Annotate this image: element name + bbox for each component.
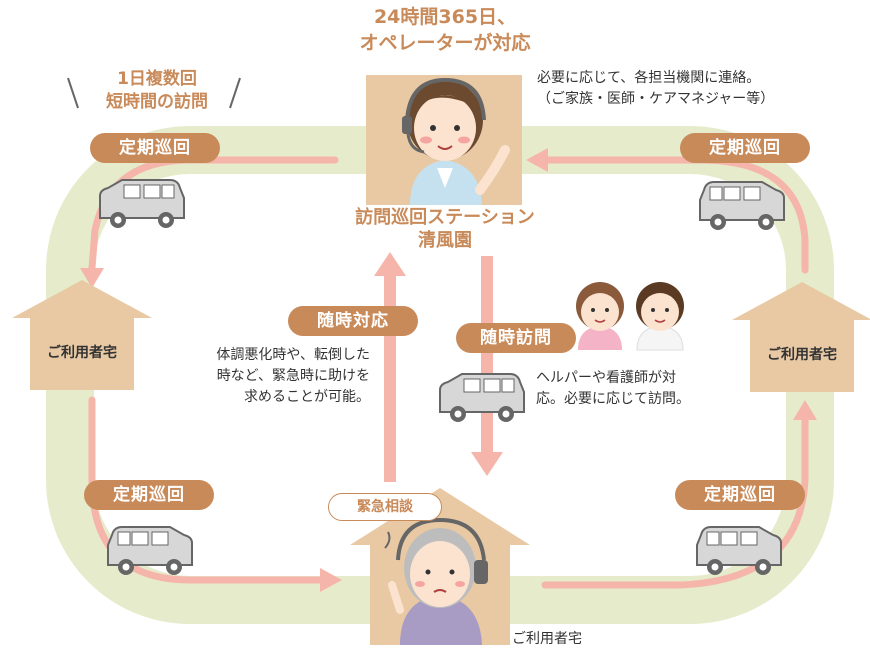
car-top-right bbox=[699, 181, 785, 230]
station-line1: 訪問巡回ステーション bbox=[355, 207, 535, 228]
patrol-pill-top-right: 定期巡回 bbox=[680, 133, 810, 163]
bottom-house-label: ご利用者宅 bbox=[512, 631, 582, 647]
visit-frequency-line2: 短時間の訪問 bbox=[106, 92, 208, 112]
car-visit bbox=[439, 373, 525, 422]
consult-pill: 緊急相談 bbox=[328, 493, 442, 521]
operator-note-line1: 必要に応じて、各担当機関に連絡。 bbox=[537, 70, 761, 86]
header-line1: 24時間365日、 bbox=[373, 6, 517, 28]
elderly-figure bbox=[384, 517, 488, 645]
header-title: 24時間365日、 オペレーターが対応 bbox=[300, 4, 590, 56]
operator-note-line2: （ご家族・医師・ケアマネジャー等） bbox=[537, 91, 775, 107]
helper-figure bbox=[576, 282, 624, 350]
header-line2: オペレーターが対応 bbox=[359, 32, 531, 54]
response-note: 体調悪化時や、転倒した 時など、緊急時に助けを 求めることが可能。 bbox=[190, 345, 370, 408]
visit-note: ヘルパーや看護師が対 応。必要に応じて訪問。 bbox=[536, 368, 716, 410]
response-note-line2: 時など、緊急時に助けを bbox=[216, 368, 370, 384]
patrol-pill-bottom-left: 定期巡回 bbox=[84, 480, 214, 510]
station-name: 訪問巡回ステーション 清風園 bbox=[300, 206, 590, 252]
visit-pill: 随時訪問 bbox=[456, 323, 576, 353]
patrol-pill-top-left: 定期巡回 bbox=[90, 133, 220, 163]
response-pill: 随時対応 bbox=[288, 306, 418, 336]
visit-note-line2: 応。必要に応じて訪問。 bbox=[536, 391, 690, 407]
label-slash-right bbox=[229, 77, 241, 109]
operator-figure bbox=[402, 77, 510, 205]
label-slash-left bbox=[67, 77, 79, 109]
patrol-pill-bottom-right: 定期巡回 bbox=[675, 480, 805, 510]
right-house-label: ご利用者宅 bbox=[767, 347, 837, 363]
response-note-line1: 体調悪化時や、転倒した bbox=[216, 347, 370, 363]
visit-frequency-label: 1日複数回 短時間の訪問 bbox=[82, 68, 232, 114]
left-house-label: ご利用者宅 bbox=[47, 345, 117, 361]
patrol-arrowheads bbox=[80, 148, 817, 592]
left-house bbox=[12, 280, 152, 390]
visit-arrow bbox=[471, 256, 503, 476]
right-house bbox=[732, 282, 870, 392]
response-arrow bbox=[374, 252, 406, 482]
operator-note: 必要に応じて、各担当機関に連絡。 （ご家族・医師・ケアマネジャー等） bbox=[537, 68, 867, 110]
car-bottom-left bbox=[107, 526, 193, 575]
station-line2: 清風園 bbox=[418, 230, 472, 251]
response-note-line3: 求めることが可能。 bbox=[244, 389, 370, 405]
car-bottom-right bbox=[696, 526, 782, 575]
car-top-left bbox=[99, 179, 185, 228]
nurse-figure bbox=[636, 282, 684, 351]
visit-note-line1: ヘルパーや看護師が対 bbox=[536, 370, 676, 386]
visit-frequency-line1: 1日複数回 bbox=[117, 69, 197, 89]
